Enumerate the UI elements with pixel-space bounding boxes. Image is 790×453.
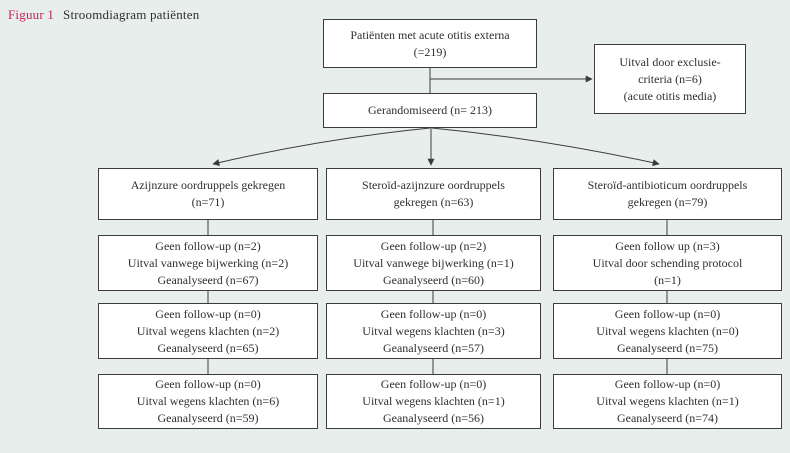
node-col1-week3: Geen follow-up (n=0) Uitval wegens klach…: [98, 374, 318, 429]
node-line: Uitval vanwege bijwerking (n=1): [353, 255, 514, 270]
node-line: Geen follow-up (n=2): [380, 238, 487, 253]
node-line: Uitval wegens klachten (n=6): [136, 394, 280, 408]
node-patients-total: Patiënten met acute otitis externa (=219…: [323, 19, 537, 68]
node-line: Geen follow-up (n=0): [155, 377, 261, 391]
figure-caption: Figuur 1 Stroomdiagram patiënten: [8, 7, 199, 23]
node-line: Geen follow-up (n=0): [155, 306, 261, 321]
node-randomized: Gerandomiseerd (n= 213): [323, 93, 537, 128]
node-line: Uitval door exclusie-: [619, 54, 721, 69]
node-line: Uitval door schending protocol: [592, 255, 743, 270]
node-line: Uitval wegens klachten (n=2): [136, 323, 280, 338]
node-exclusion: Uitval door exclusie- criteria (n=6) (ac…: [594, 44, 746, 114]
node-col1-week2: Geen follow-up (n=0) Uitval wegens klach…: [98, 303, 318, 359]
node-line: (n=71): [191, 195, 225, 209]
node-line: Gerandomiseerd (n= 213): [367, 103, 493, 117]
node-col2-week2: Geen follow-up (n=0) Uitval wegens klach…: [326, 303, 541, 359]
connector-arrow-right: [431, 127, 660, 167]
node-col2-header: Steroïd-azijnzure oordruppels gekregen (…: [326, 168, 541, 220]
node-col3-header: Steroïd-antibioticum oordruppels gekrege…: [553, 168, 782, 220]
node-line: Geen follow up (n=3): [615, 238, 720, 253]
node-line: Uitval wegens klachten (n=0): [596, 323, 739, 338]
node-line: (=219): [413, 44, 447, 59]
node-line: (acute otitis media): [623, 88, 717, 103]
node-line: Geanalyseerd (n=59): [157, 411, 259, 425]
node-line: Geen follow-up (n=0): [380, 306, 487, 321]
node-col3-week2: Geen follow-up (n=0) Uitval wegens klach…: [553, 303, 782, 359]
node-line: Geanalyseerd (n=74): [616, 411, 719, 425]
node-line: Steroïd-antibioticum oordruppels: [587, 178, 748, 192]
node-col2-week3: Geen follow-up (n=0) Uitval wegens klach…: [326, 374, 541, 429]
node-line: Geen follow-up (n=0): [380, 377, 487, 391]
node-line: Geanalyseerd (n=57): [382, 340, 485, 355]
node-line: Geen follow-up (n=0): [614, 306, 721, 321]
node-line: Geen follow-up (n=0): [614, 377, 721, 391]
node-col1-header: Azijnzure oordruppels gekregen (n=71): [98, 168, 318, 220]
node-line: criteria (n=6): [638, 71, 702, 86]
node-line: Geen follow-up (n=2): [155, 238, 261, 253]
node-line: Geanalyseerd (n=65): [157, 340, 259, 355]
node-line: Patiënten met acute otitis externa: [350, 27, 510, 42]
node-line: Geanalyseerd (n=56): [382, 411, 485, 425]
node-line: Uitval wegens klachten (n=1): [362, 394, 505, 408]
node-col1-week1: Geen follow-up (n=2) Uitval vanwege bijw…: [98, 235, 318, 291]
node-line: gekregen (n=63): [393, 195, 474, 209]
node-line: Geanalyseerd (n=60): [382, 272, 485, 287]
node-col3-week3: Geen follow-up (n=0) Uitval wegens klach…: [553, 374, 782, 429]
node-line: (n=1): [654, 272, 681, 287]
figure-label: Figuur 1: [8, 7, 55, 22]
node-line: Geanalyseerd (n=67): [157, 272, 259, 287]
node-line: Uitval vanwege bijwerking (n=2): [127, 255, 289, 270]
node-line: Uitval wegens klachten (n=3): [362, 323, 505, 338]
node-line: Azijnzure oordruppels gekregen: [130, 178, 286, 192]
node-line: Geanalyseerd (n=75): [616, 340, 719, 355]
node-line: Steroïd-azijnzure oordruppels: [362, 178, 505, 192]
figure-caption-text: Stroomdiagram patiënten: [63, 7, 200, 22]
connector-arrow-left: [212, 127, 431, 166]
node-line: Uitval wegens klachten (n=1): [596, 394, 739, 408]
node-line: gekregen (n=79): [627, 195, 708, 209]
node-col2-week1: Geen follow-up (n=2) Uitval vanwege bijw…: [326, 235, 541, 291]
node-col3-week1: Geen follow up (n=3) Uitval door schendi…: [553, 235, 782, 291]
